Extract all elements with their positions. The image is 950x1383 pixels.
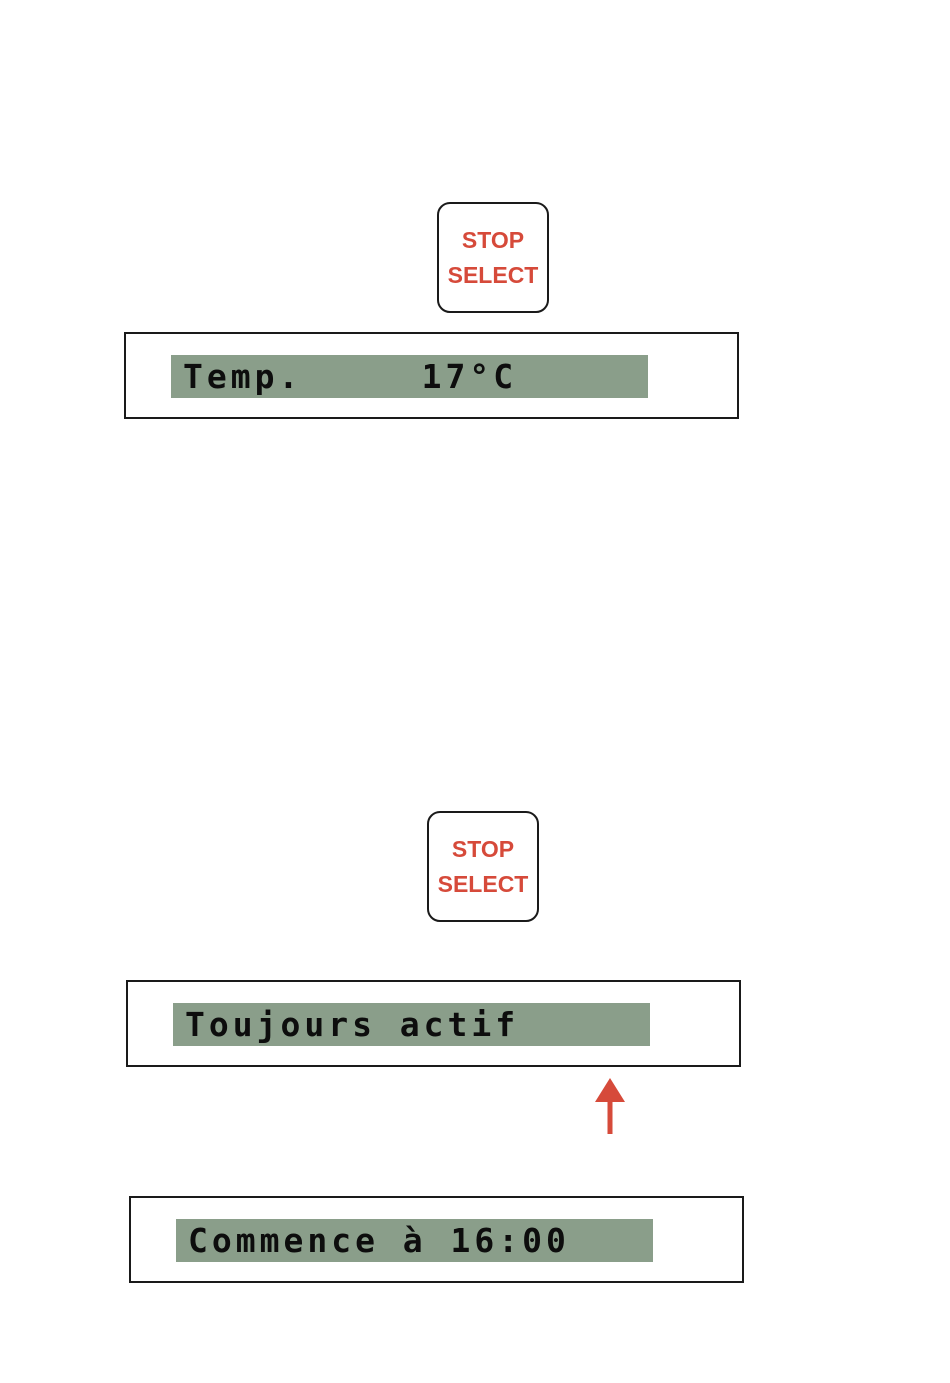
stop-select-button-1[interactable]: STOP SELECT: [437, 202, 549, 313]
select-label: SELECT: [448, 258, 539, 293]
lcd-text-start-time: Commence à 16:00: [188, 1221, 570, 1260]
lcd-text-always-active: Toujours actif: [185, 1005, 519, 1044]
stop-select-button-2[interactable]: STOP SELECT: [427, 811, 539, 922]
lcd-screen: Temp. 17°C: [171, 355, 648, 398]
lcd-screen: Toujours actif: [173, 1003, 650, 1046]
up-arrow-icon: [595, 1078, 625, 1134]
stop-label: STOP: [452, 832, 514, 867]
display-panel-always-active: Toujours actif: [126, 980, 741, 1067]
stop-label: STOP: [462, 223, 524, 258]
lcd-screen: Commence à 16:00: [176, 1219, 653, 1262]
select-label: SELECT: [438, 867, 529, 902]
display-panel-temperature: Temp. 17°C: [124, 332, 739, 419]
display-panel-start-time: Commence à 16:00: [129, 1196, 744, 1283]
lcd-text-temperature: Temp. 17°C: [183, 357, 517, 396]
